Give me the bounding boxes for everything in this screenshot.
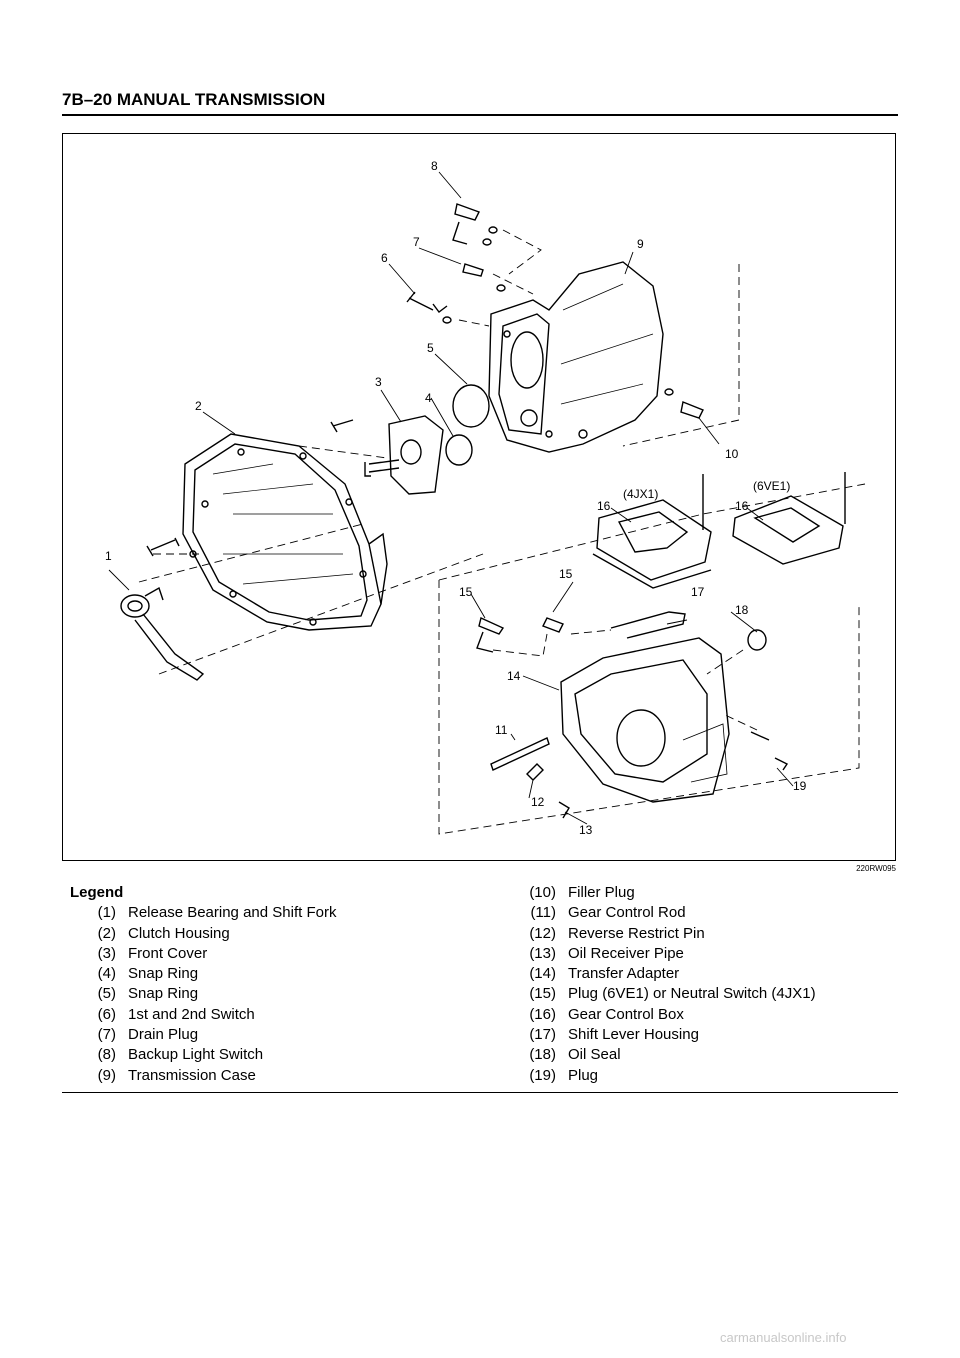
callout-2: 2	[195, 399, 202, 413]
snap-ring-4-drawing	[445, 434, 473, 466]
leader-lines	[108, 171, 794, 825]
legend-item: (11)Gear Control Rod	[530, 904, 686, 922]
clutch-housing-drawing	[182, 433, 388, 631]
shift-lever-housing-drawing	[610, 611, 686, 639]
legend-item: (10)Filler Plug	[529, 884, 635, 901]
transfer-adapter-drawing	[560, 637, 730, 803]
gear-control-rod-drawing	[490, 737, 550, 771]
oil-receiver-pipe-drawing	[558, 801, 570, 819]
snap-ring-5-drawing	[452, 384, 490, 428]
release-fork-drawing	[120, 586, 205, 681]
plug-19-drawing	[750, 731, 789, 771]
transmission-case-drawing	[488, 261, 664, 453]
gear-control-box-4jx1-drawing	[592, 474, 712, 589]
header-rule	[62, 114, 898, 116]
backup-switch-8-drawing	[452, 203, 498, 246]
legend-item: (14)Transfer Adapter	[529, 965, 680, 983]
legend-item: (16)Gear Control Box	[529, 1005, 684, 1023]
legend-item: (18)Oil Seal	[529, 1046, 621, 1064]
neutral-switch-drawing	[476, 617, 505, 653]
legend-item: (13)Oil Receiver Pipe	[529, 944, 684, 962]
front-cover-drawing	[330, 415, 444, 495]
callout-15b: 15	[559, 567, 573, 581]
alignment-lines	[138, 229, 866, 835]
page-header: 7B–20 MANUAL TRANSMISSION	[62, 90, 326, 109]
callout-6: 6	[381, 251, 388, 265]
callout-11: 11	[495, 723, 508, 737]
callout-14: 14	[507, 669, 521, 683]
callout-18: 18	[735, 603, 749, 617]
legend-item: (12)Reverse Restrict Pin	[529, 924, 705, 942]
variant-label-4jx1: (4JX1)	[623, 487, 658, 501]
bottom-rule	[62, 1092, 898, 1093]
footer-watermark: carmanualsonline.info	[720, 1330, 847, 1345]
legend-item: (5)Snap Ring	[97, 985, 199, 1003]
legend-item: (19)Plug	[529, 1066, 599, 1084]
callout-16b: 16	[735, 499, 749, 513]
callout-1: 1	[105, 549, 112, 563]
legend-item: (4)Snap Ring	[97, 965, 199, 983]
legend-item: (1)Release Bearing and Shift Fork	[97, 904, 337, 922]
legend-right-column: (10)Filler Plug (11)Gear Control Rod (12…	[510, 883, 816, 1086]
gear-control-box-6ve1-drawing	[732, 472, 846, 565]
legend-left-column: Legend (1)Release Bearing and Shift Fork…	[70, 883, 336, 1086]
variant-label-6ve1: (6VE1)	[753, 479, 790, 493]
filler-plug-drawing	[680, 401, 704, 419]
plug-15-drawing	[542, 617, 564, 633]
exploded-view-figure: 1 2 3 4 5 6 7 8 9 10 11 12 13 14 15 15 1…	[62, 133, 896, 861]
legend-item: (15)Plug (6VE1) or Neutral Switch (4JX1)	[529, 985, 816, 1003]
callout-17: 17	[691, 585, 705, 599]
housing-bolt-drawing	[146, 537, 180, 557]
callout-15a: 15	[459, 585, 473, 599]
legend-item: (8)Backup Light Switch	[97, 1046, 264, 1064]
oil-seal-drawing	[747, 629, 767, 651]
callout-8: 8	[431, 159, 438, 173]
figure-code: 220RW095	[856, 864, 896, 873]
callout-5: 5	[427, 341, 434, 355]
drain-plug-7-drawing	[462, 263, 506, 292]
callout-13: 13	[579, 823, 593, 837]
legend-item: (9)Transmission Case	[97, 1066, 256, 1084]
callout-19: 19	[793, 779, 807, 793]
reverse-restrict-pin-drawing	[526, 763, 544, 781]
legend-item: (17)Shift Lever Housing	[529, 1026, 699, 1044]
callout-16a: 16	[597, 499, 611, 513]
switch-6-drawing	[406, 291, 452, 324]
legend-item: (7)Drain Plug	[97, 1026, 199, 1044]
legend-item: (3)Front Cover	[97, 944, 208, 962]
callout-10: 10	[725, 447, 739, 461]
callout-4: 4	[425, 391, 432, 405]
legend-title: Legend	[70, 884, 124, 901]
callout-12: 12	[531, 795, 545, 809]
callout-3: 3	[375, 375, 382, 389]
callout-7: 7	[413, 235, 420, 249]
legend-item: (6)1st and 2nd Switch	[97, 1005, 255, 1023]
callout-9: 9	[637, 237, 644, 251]
legend-item: (2)Clutch Housing	[97, 924, 230, 942]
transmission-exploded-diagram: 1 2 3 4 5 6 7 8 9 10 11 12 13 14 15 15 1…	[105, 159, 866, 837]
